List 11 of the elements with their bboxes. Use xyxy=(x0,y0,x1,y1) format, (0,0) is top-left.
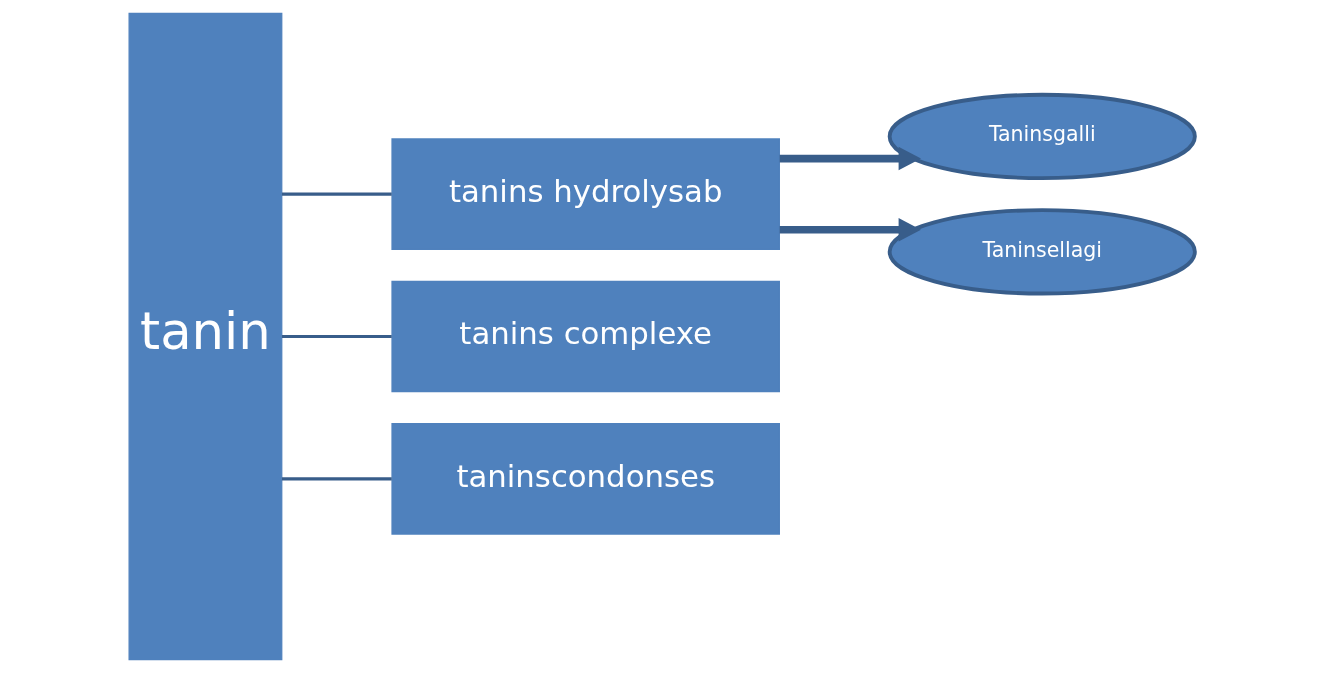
node-box: tanin xyxy=(128,12,283,661)
node-ellipse: Taninsgalli xyxy=(887,92,1197,181)
arrow xyxy=(779,146,921,171)
node-ellipse: Taninsellagi xyxy=(887,208,1197,296)
connector xyxy=(281,334,392,339)
node-box: tanins complexe xyxy=(391,280,780,393)
connector xyxy=(281,192,392,196)
arrow xyxy=(779,218,921,242)
connector xyxy=(281,477,392,481)
node-box: taninscondonses xyxy=(391,423,780,535)
node-box: tanins hydrolysab xyxy=(391,138,780,250)
